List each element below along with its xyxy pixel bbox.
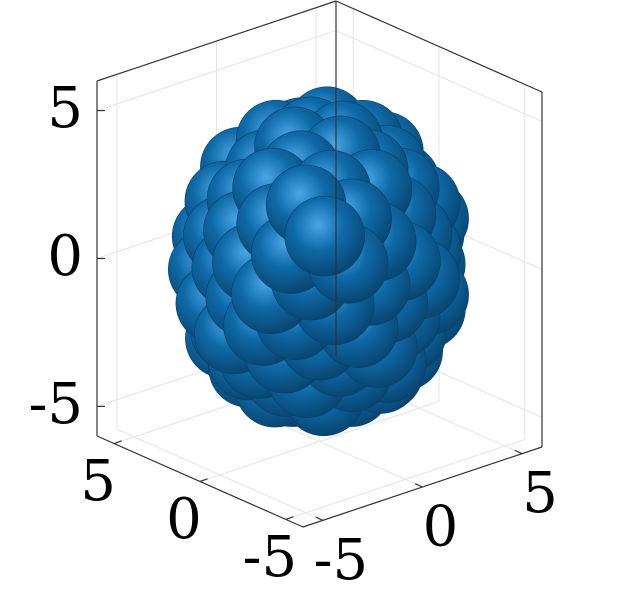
sphere-cluster bbox=[167, 86, 469, 437]
y-tick-label: 5 bbox=[522, 461, 558, 526]
y-tick bbox=[414, 483, 423, 488]
x-tick-label: -5 bbox=[243, 525, 298, 590]
x-tick bbox=[113, 440, 122, 445]
grid-line bbox=[96, 30, 337, 112]
axes-tick-labels: 50-550-5-505 bbox=[28, 76, 557, 593]
grid-line bbox=[335, 30, 543, 123]
z-tick-label: 0 bbox=[47, 224, 83, 289]
x-tick bbox=[199, 478, 208, 483]
y-tick-label: -5 bbox=[314, 528, 369, 593]
axes-box-edges bbox=[96, 0, 543, 528]
x-tick-label: 5 bbox=[80, 449, 116, 514]
y-tick-label: 0 bbox=[423, 495, 459, 560]
y-tick bbox=[514, 449, 523, 455]
axis-edge bbox=[96, 0, 337, 82]
z-tick-label: -5 bbox=[28, 372, 83, 437]
x-tick-label: 0 bbox=[166, 487, 202, 552]
x-tick bbox=[285, 516, 294, 520]
y-tick bbox=[315, 516, 324, 521]
axis-edge bbox=[335, 0, 543, 93]
z-tick-label: 5 bbox=[47, 76, 83, 141]
sphere-marker bbox=[284, 195, 365, 277]
